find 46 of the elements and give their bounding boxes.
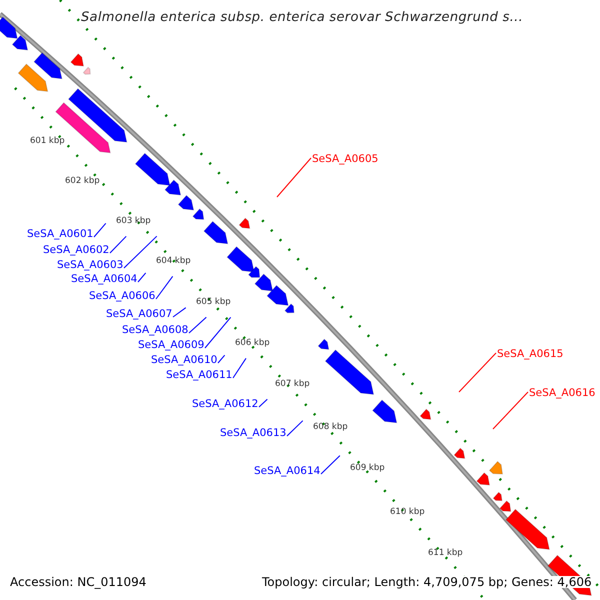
leader-line xyxy=(204,316,232,348)
leader-line xyxy=(218,354,226,364)
scale-label: 607 kbp xyxy=(275,380,310,388)
gene-label: SeSA_A0604 xyxy=(71,274,138,284)
scale-label: 603 kbp xyxy=(116,217,151,226)
gene-label: SeSA_A0607 xyxy=(106,309,172,320)
leader-line xyxy=(124,236,158,268)
gene-label: SeSA_A0614 xyxy=(254,466,320,476)
scale-label: 602 kbp xyxy=(65,177,100,186)
gene-label: SeSA_A0612 xyxy=(192,399,258,410)
leader-line xyxy=(188,316,207,334)
scale-label: 605 kbp xyxy=(196,298,231,306)
leader-line xyxy=(458,352,496,392)
leader-line xyxy=(276,158,312,198)
leader-line xyxy=(156,276,174,300)
gene-label: SeSA_A0606 xyxy=(89,291,156,302)
leader-line xyxy=(258,398,268,408)
leader-line xyxy=(492,392,528,430)
scale-label: 608 kbp xyxy=(313,423,348,432)
gene-label: SeSA_A0609 xyxy=(138,340,204,350)
leader-line xyxy=(232,358,246,378)
footer-text: Accession: NC_011094 xyxy=(10,576,146,588)
gene-label: SeSA_A0605 xyxy=(312,154,378,164)
leader-line xyxy=(172,307,186,318)
gene-label: SeSA_A0616 xyxy=(529,388,596,398)
leader-line xyxy=(320,455,340,474)
gene-label: SeSA_A0610 xyxy=(151,355,218,366)
scale-label: 604 kbp xyxy=(156,257,191,266)
scale-label: 609 kbp xyxy=(350,464,385,472)
gene-label: SeSA_A0613 xyxy=(220,428,286,438)
leader-line xyxy=(138,272,146,282)
leader-line xyxy=(286,420,304,436)
scale-label: 601 kbp xyxy=(30,137,65,146)
gene-label: SeSA_A0615 xyxy=(497,349,564,360)
leader-line xyxy=(110,236,127,254)
scale-label: 606 kbp xyxy=(235,339,270,348)
footer-text: Topology: circular; Length: 4,709,075 bp; Genes: 4,606 xyxy=(262,576,592,588)
gene-label: SeSA_A0611 xyxy=(166,370,232,380)
leader-line xyxy=(94,222,106,238)
gene-label: SeSA_A0603 xyxy=(57,260,124,270)
title: Salmonella enterica subsp. enterica serovar Schwarzengrund s... xyxy=(81,11,524,24)
gene-label: SeSA_A0602 xyxy=(43,245,110,256)
gene-label: SeSA_A0601 xyxy=(27,229,94,240)
scale-label: 610 kbp xyxy=(390,508,425,516)
scale-label: 611 kbp xyxy=(428,549,463,558)
gene-label: SeSA_A0608 xyxy=(122,325,188,336)
